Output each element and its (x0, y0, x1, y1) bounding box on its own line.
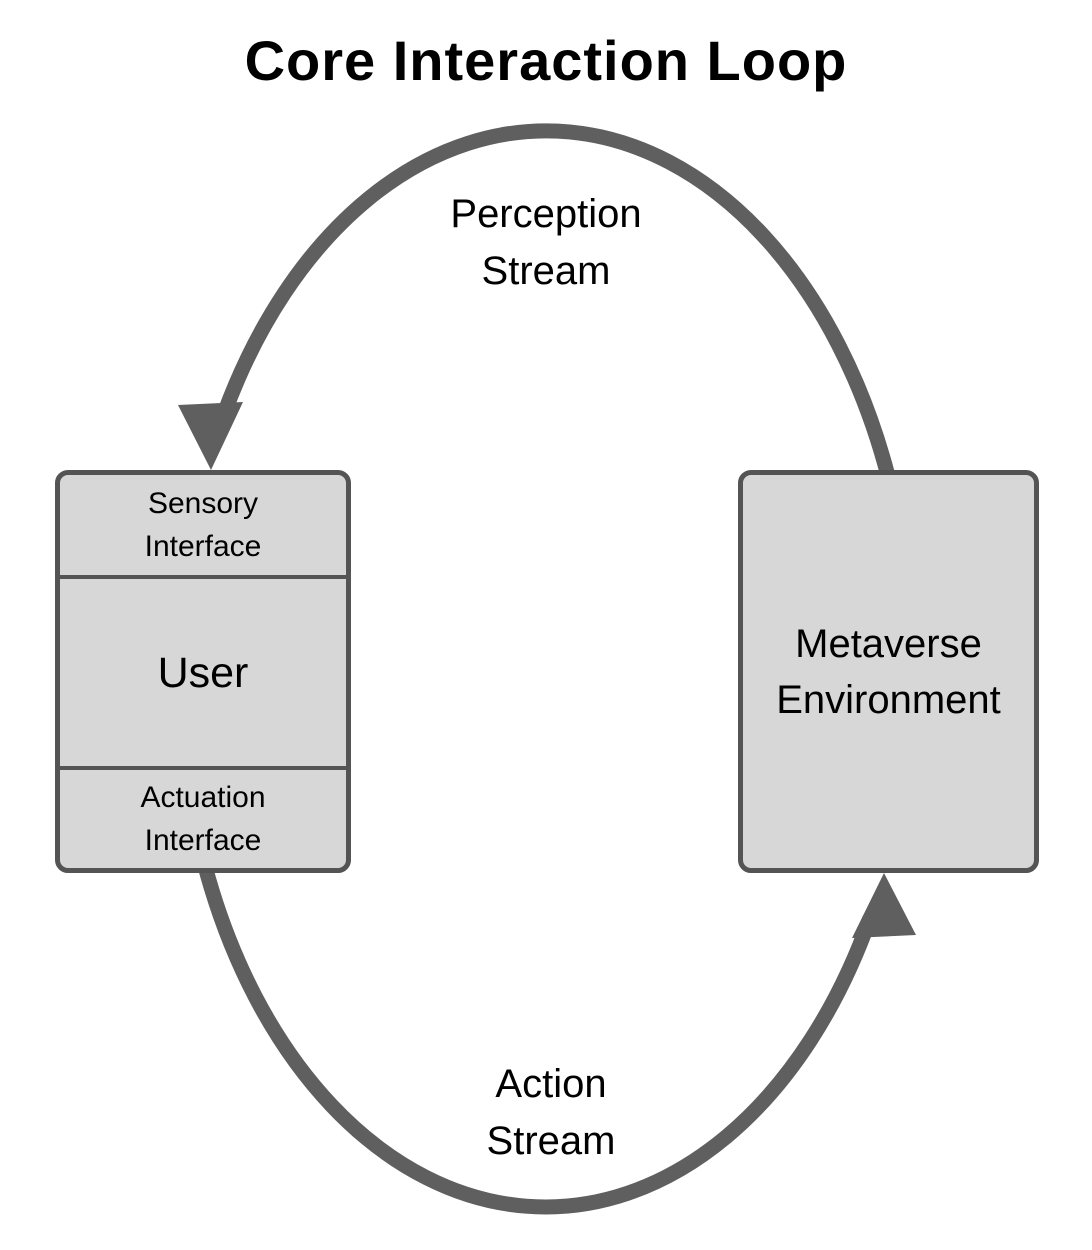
action-arrowhead-icon (852, 873, 916, 938)
diagram-title: Core Interaction Loop (244, 29, 848, 92)
actuation-interface-section: Actuation Interface (60, 766, 346, 868)
perception-arrowhead-icon (178, 402, 243, 470)
action-arc (197, 864, 878, 1215)
metaverse-environment-label: Metaverse Environment (776, 621, 1001, 722)
sensory-interface-label: Sensory Interface (144, 487, 262, 563)
user-label: User (157, 648, 249, 697)
sensory-interface-section: Sensory Interface (60, 475, 346, 575)
action-stream-label: Action Stream (486, 1062, 616, 1163)
user-node: Sensory Interface User Actuation Interfa… (55, 470, 351, 873)
perception-stream-label: Perception Stream (450, 192, 642, 293)
actuation-interface-label: Actuation Interface (140, 781, 266, 857)
user-section: User (60, 575, 346, 766)
metaverse-environment-node: Metaverse Environment (738, 470, 1039, 873)
perception-arc (216, 123, 896, 478)
